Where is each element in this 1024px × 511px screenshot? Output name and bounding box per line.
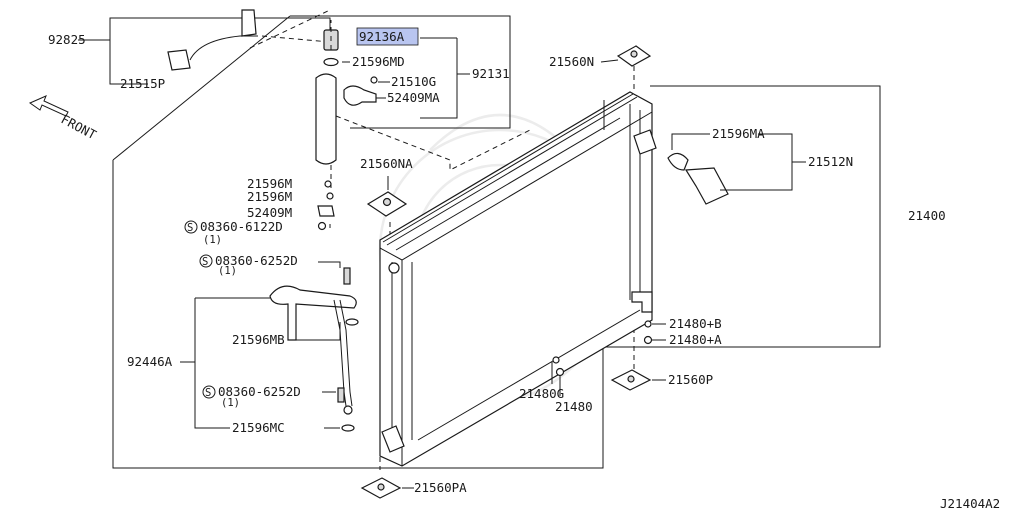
- label-21560NA[interactable]: 21560NA: [360, 156, 413, 171]
- label-21480G[interactable]: 21480G: [519, 386, 564, 401]
- label-08360-6252D[interactable]: 08360-6252D: [218, 384, 301, 399]
- label-92446A[interactable]: 92446A: [127, 354, 173, 369]
- screw-symbol-icon: S: [184, 220, 198, 234]
- label-52409MA[interactable]: 52409MA: [387, 90, 440, 105]
- bolt-part: [555, 367, 565, 377]
- o-ring-part: [326, 192, 334, 200]
- label-92825[interactable]: 92825: [48, 32, 86, 47]
- highlight-selected-part: [356, 27, 419, 46]
- bolt-part: [643, 335, 653, 345]
- label-52409M[interactable]: 52409M: [247, 205, 292, 220]
- label-21560P[interactable]: 21560P: [668, 372, 713, 387]
- quantity-label: (1): [203, 234, 222, 246]
- label-92136A[interactable]: 92136A: [359, 29, 405, 44]
- bolt-part: [317, 221, 327, 231]
- label-21480[interactable]: 21480: [555, 399, 593, 414]
- o-ring-part: [324, 180, 332, 188]
- radiator-part: [379, 91, 653, 467]
- oil-cooler-pipe-part: [269, 285, 357, 341]
- bolt-part: [552, 356, 560, 364]
- label-21596MB[interactable]: 21596MB: [232, 332, 285, 347]
- label-21512N[interactable]: 21512N: [808, 154, 853, 169]
- label-08360-6122D[interactable]: 08360-6122D: [200, 219, 283, 234]
- o-ring-part: [341, 424, 355, 432]
- label-21596MA[interactable]: 21596MA: [712, 126, 765, 141]
- label-21560PA[interactable]: 21560PA: [414, 480, 467, 495]
- diagram-id: J21404A2: [940, 496, 1000, 511]
- label-21480-B[interactable]: 21480+B: [669, 316, 722, 331]
- label-21596MD[interactable]: 21596MD: [352, 54, 405, 69]
- bracket-part: [343, 85, 377, 106]
- bracket-part: [631, 291, 653, 313]
- svg-text:S: S: [187, 222, 193, 234]
- harness-clip-part: [241, 9, 257, 37]
- harness-connector-part: [167, 49, 191, 71]
- quantity-label: (1): [221, 397, 240, 409]
- lower-outlet-part: [381, 425, 405, 453]
- screw-symbol-icon: S: [202, 385, 216, 399]
- pipe-fitting-part: [343, 405, 353, 415]
- quantity-label: (1): [218, 265, 237, 277]
- label-21515P[interactable]: 21515P: [120, 76, 165, 91]
- gasket-part: [667, 152, 689, 171]
- label-21596M[interactable]: 21596M: [247, 189, 292, 204]
- bolt-part: [644, 320, 652, 328]
- bolt-part: [370, 76, 378, 84]
- upper-inlet-part: [633, 129, 657, 155]
- svg-text:S: S: [205, 387, 211, 399]
- reservoir-tank-part: [315, 73, 337, 165]
- front-label: FRONT: [59, 111, 100, 142]
- label-21596M[interactable]: 21596M: [247, 176, 292, 191]
- label-21480-A[interactable]: 21480+A: [669, 332, 722, 347]
- bolt-part: [343, 267, 351, 285]
- screw-symbol-icon: S: [199, 254, 213, 268]
- label-92131[interactable]: 92131: [472, 66, 510, 81]
- label-21596MC[interactable]: 21596MC: [232, 420, 285, 435]
- o-ring-part: [323, 57, 339, 67]
- label-08360-6252D[interactable]: 08360-6252D: [215, 253, 298, 268]
- svg-text:S: S: [202, 256, 208, 268]
- front-direction-arrow-icon: [28, 95, 69, 117]
- label-21400[interactable]: 21400: [908, 208, 946, 223]
- drain-plug-part: [388, 262, 400, 274]
- label-21510G[interactable]: 21510G: [391, 74, 436, 89]
- label-21560N[interactable]: 21560N: [549, 54, 594, 69]
- hose-part: [684, 167, 729, 205]
- clip-part: [317, 205, 335, 217]
- bolt-part: [337, 387, 345, 403]
- o-ring-part: [345, 318, 359, 326]
